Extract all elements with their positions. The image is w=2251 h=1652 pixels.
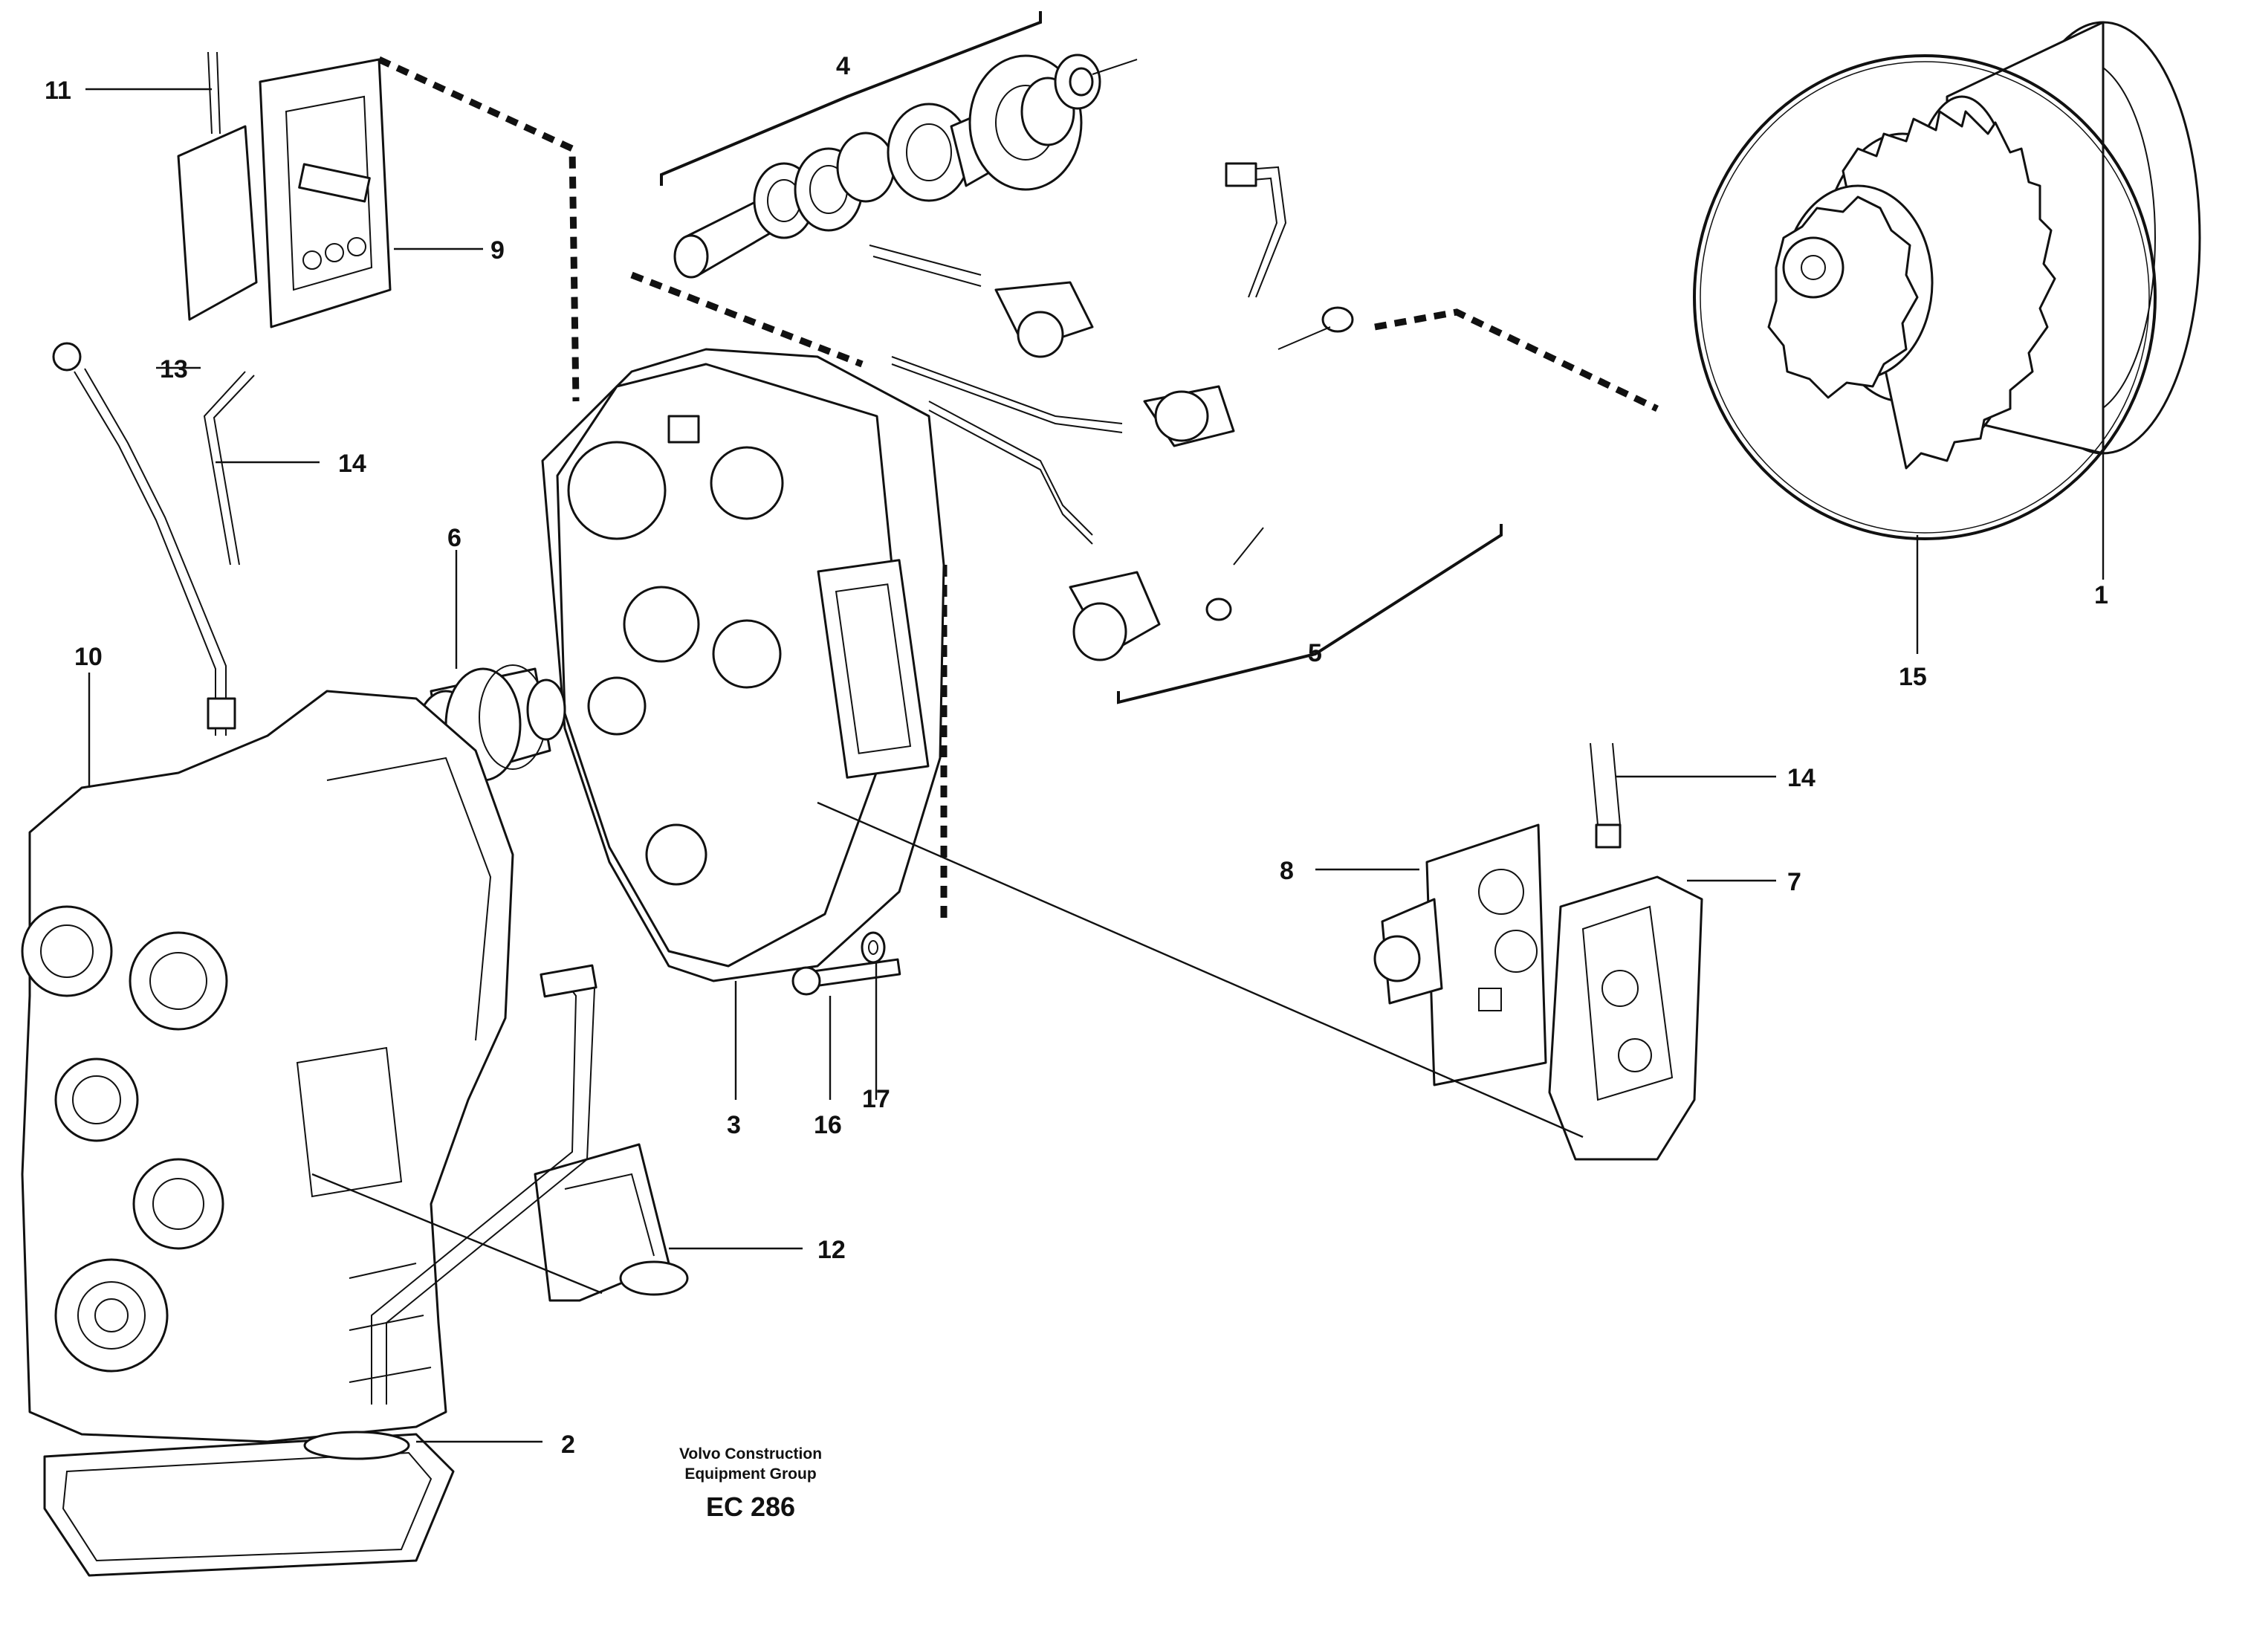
callout-2: 2 — [561, 1431, 575, 1459]
callout-14-upper: 14 — [338, 450, 366, 478]
leader-lines — [85, 88, 2105, 1443]
callout-10: 10 — [74, 643, 103, 671]
pump-gasket-plate — [1373, 823, 1547, 1086]
callout-16: 16 — [814, 1111, 842, 1139]
torque-converter — [1767, 21, 2201, 470]
group-bracket-4 — [660, 11, 1042, 186]
oil-pan — [43, 1431, 455, 1577]
callout-7: 7 — [1787, 868, 1801, 896]
o-ring — [1693, 54, 2157, 540]
callout-9: 9 — [490, 236, 505, 265]
callout-3: 3 — [727, 1111, 741, 1139]
callout-labels: 1 2 3 4 5 6 7 8 9 10 11 12 13 14 14 15 1… — [45, 52, 2108, 1459]
washer — [861, 931, 886, 964]
callout-5: 5 — [1308, 639, 1322, 667]
callout-17: 17 — [862, 1085, 890, 1113]
callout-4: 4 — [836, 52, 850, 80]
gearbox-housing — [21, 690, 514, 1443]
valve-pipe-assembly — [869, 162, 1354, 661]
dipstick-tube — [52, 342, 255, 736]
diagram-caption: Volvo Construction Equipment Group EC 28… — [679, 1445, 822, 1522]
mounting-bracket — [371, 964, 689, 1405]
caption-line-1: Volvo Construction — [679, 1445, 822, 1462]
group-bracket-5 — [1117, 524, 1503, 704]
caption-line-2: Equipment Group — [684, 1465, 816, 1483]
transmission-housing-plate — [541, 348, 945, 982]
callout-12: 12 — [817, 1236, 846, 1264]
o-ring-inner — [1700, 61, 2150, 534]
callout-14-lower: 14 — [1787, 764, 1816, 792]
gear-shaft-assembly — [673, 54, 1138, 279]
callout-8: 8 — [1280, 857, 1294, 885]
control-valve-unit — [177, 51, 392, 328]
hydraulic-valve-body — [1548, 742, 1703, 1161]
callout-6: 6 — [447, 524, 461, 552]
diagram-code: EC 286 — [706, 1491, 795, 1522]
callout-1: 1 — [2094, 581, 2108, 609]
callout-13: 13 — [160, 355, 188, 383]
callout-15: 15 — [1899, 663, 1927, 691]
callout-11: 11 — [45, 77, 71, 105]
